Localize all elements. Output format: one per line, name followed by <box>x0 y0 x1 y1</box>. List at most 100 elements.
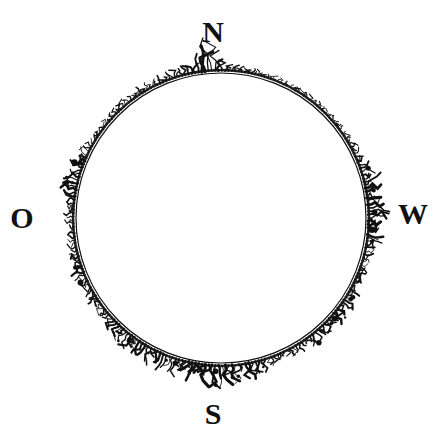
prominence-stroke <box>145 348 152 365</box>
prominence-stroke <box>261 359 267 372</box>
prominence-blob <box>117 340 120 343</box>
prominence-stroke <box>103 122 106 127</box>
prominence-stroke <box>247 70 251 74</box>
prominence-stroke <box>340 305 344 313</box>
solar-disc <box>76 73 366 363</box>
prominence-stroke <box>70 225 75 229</box>
limb-band <box>73 70 369 366</box>
prominence-blob <box>316 340 321 345</box>
prominence-stroke <box>61 183 77 190</box>
prominence-stroke <box>178 69 182 77</box>
prominence-stroke <box>317 101 321 106</box>
prominence-stroke <box>67 244 77 249</box>
prominence-stroke <box>268 74 269 78</box>
direction-label: W <box>398 199 428 229</box>
prominence-stroke <box>94 135 96 140</box>
prominence-stroke <box>233 364 241 373</box>
prominence-blob <box>351 295 355 299</box>
prominence-stroke <box>301 341 306 345</box>
prominence-stroke <box>324 109 327 114</box>
prominence-stroke <box>235 65 240 72</box>
prominence-stroke <box>154 352 161 362</box>
prominence-stroke <box>348 143 355 145</box>
prominence-stroke <box>362 174 371 177</box>
prominence-stroke <box>128 337 135 347</box>
prominence-stroke <box>64 212 74 215</box>
prominence-stroke <box>335 123 339 125</box>
prominence-stroke <box>95 132 100 135</box>
prominence-stroke <box>108 119 110 122</box>
prominence-stroke <box>295 88 300 91</box>
prominence-stroke <box>164 77 166 82</box>
prominence-stroke <box>99 127 102 132</box>
prominence-stroke <box>263 358 265 364</box>
prominence-stroke <box>306 93 308 99</box>
prominence-stroke <box>368 228 376 232</box>
prominence-stroke <box>67 202 75 205</box>
prominence-blob <box>173 360 178 365</box>
prominence-stroke <box>364 250 374 254</box>
prominence-stroke <box>112 108 117 114</box>
prominence-stroke <box>279 353 281 360</box>
prominence-stroke <box>85 142 93 146</box>
prominence-stroke <box>244 68 246 73</box>
direction-label: O <box>10 203 33 233</box>
prominence-stroke <box>283 81 287 85</box>
prominence-stroke <box>368 220 381 225</box>
prominence-stroke <box>236 68 242 72</box>
prominence-stroke <box>116 109 119 112</box>
prominence-stroke <box>304 340 307 344</box>
prominence-blob <box>372 188 376 192</box>
prominence-stroke <box>217 59 222 71</box>
prominence-stroke <box>109 114 112 119</box>
prominence-stroke <box>241 364 243 372</box>
prominence-stroke <box>71 250 78 253</box>
prominence-stroke <box>270 76 274 80</box>
prominence-stroke <box>151 349 155 357</box>
prominence-stroke <box>263 75 266 78</box>
prominence-stroke <box>219 365 221 378</box>
prominence-blob <box>214 383 218 387</box>
prominence-stroke <box>357 273 365 275</box>
prominence-stroke <box>73 170 82 172</box>
prominence-stroke <box>69 208 74 212</box>
prominence-stroke <box>295 345 298 353</box>
prominence-stroke <box>232 67 234 71</box>
prominence-stroke <box>356 275 361 282</box>
prominence-stroke <box>201 46 203 73</box>
prominence-stroke <box>352 285 356 290</box>
prominence-stroke <box>364 254 374 256</box>
prominence-blob <box>118 332 120 334</box>
prominence-stroke <box>333 120 339 123</box>
prominence-stroke <box>69 235 75 238</box>
prominence-blob <box>71 159 77 165</box>
prominence-stroke <box>68 240 76 243</box>
prominence-stroke <box>108 322 117 326</box>
prominence-stroke <box>280 78 283 84</box>
prominence-stroke <box>282 351 284 356</box>
prominence-stroke <box>198 364 203 372</box>
prominence-blob <box>213 369 219 375</box>
prominence-stroke <box>89 298 98 300</box>
prominence-stroke <box>72 258 80 262</box>
prominence-stroke <box>91 139 94 144</box>
prominence-stroke <box>67 216 74 218</box>
prominence-stroke <box>274 76 278 81</box>
prominence-stroke <box>180 362 189 371</box>
prominence-stroke <box>157 76 160 84</box>
prominence-stroke <box>361 264 368 267</box>
prominence-stroke <box>102 119 108 124</box>
prominence-stroke <box>116 329 124 334</box>
prominence-stroke <box>360 267 367 273</box>
prominence-blob <box>150 351 152 353</box>
prominence-stroke <box>137 91 140 95</box>
prominence-blob <box>256 372 258 374</box>
prominence-stroke <box>164 356 170 366</box>
prominence-blob <box>165 359 168 362</box>
prominence-stroke <box>137 344 145 355</box>
prominence-stroke <box>154 81 157 85</box>
prominence-stroke <box>347 139 350 142</box>
prominences <box>61 38 390 388</box>
direction-label: S <box>205 399 222 429</box>
